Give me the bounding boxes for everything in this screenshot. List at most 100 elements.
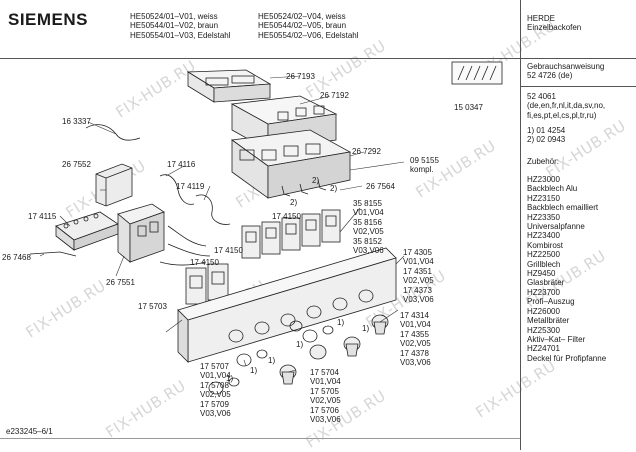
part-wire-174150c bbox=[159, 261, 207, 266]
footnote-list: 1) 01 4254 2) 02 0943 bbox=[527, 126, 565, 145]
footnote-marker: 2) bbox=[290, 198, 298, 207]
part-label-095155: 09 5155 kompl. bbox=[410, 156, 439, 175]
category-label: HERDE Einzelbackofen bbox=[527, 14, 581, 33]
accessory-line: Glasbräter bbox=[527, 278, 565, 288]
part-label-line: 35 8152 bbox=[353, 236, 382, 246]
accessory-line: HZ23150 bbox=[527, 193, 560, 203]
footnote-marker: 1) bbox=[250, 366, 258, 375]
part-assembly-267292 bbox=[230, 129, 352, 199]
part-group-175704: 17 5704 V01,V04 17 5705 V02,V05 17 5706 … bbox=[310, 368, 341, 424]
part-front-panel-175703 bbox=[177, 247, 397, 363]
footer-divider bbox=[0, 438, 520, 439]
part-label-267564: 26 7564 bbox=[366, 182, 395, 191]
accessory-line: HZ23350 bbox=[527, 212, 560, 222]
part-label-174116: 17 4116 bbox=[167, 160, 196, 169]
accessory-line: HZ26000 bbox=[527, 306, 560, 316]
part-label-267193: 26 7193 bbox=[286, 72, 315, 81]
part-label-174150c: 17 4150 bbox=[190, 258, 219, 267]
accessory-line: HZ22500 bbox=[527, 250, 560, 260]
category-line: Einzelbackofen bbox=[527, 23, 582, 33]
manual-line: Gebrauchsanweisung bbox=[527, 62, 605, 71]
exploded-parts-drawing bbox=[29, 61, 503, 395]
manual-line: 52 4061 bbox=[527, 92, 556, 101]
part-label-line: 17 5707 bbox=[200, 362, 229, 371]
accessory-line: HZ23000 bbox=[527, 175, 560, 184]
part-label-line: 35 8155 bbox=[353, 199, 382, 208]
part-control-modules bbox=[241, 209, 341, 259]
part-label-line: V02,V05 bbox=[200, 390, 231, 400]
part-box-267552 bbox=[95, 163, 133, 207]
part-group-358155: 35 8155 V01,V04 35 8156 V02,V05 35 8152 … bbox=[353, 199, 384, 255]
part-wire-174150a bbox=[167, 225, 207, 247]
part-label-267292: 26 7292 bbox=[352, 147, 381, 156]
manual-ref-2: 52 4061 (de,en,fr,nl,it,da,sv,no, fi,es,… bbox=[527, 92, 605, 120]
sidebar-divider-manual bbox=[520, 86, 636, 87]
drawing-code: e233245–6/1 bbox=[6, 427, 53, 436]
brand-logo: SIEMENS bbox=[8, 10, 89, 29]
accessory-line: Profi–Auszug bbox=[527, 297, 575, 307]
part-label-267551: 26 7551 bbox=[106, 278, 135, 287]
part-label-line: V02,V05 bbox=[403, 276, 434, 286]
accessory-line: HZ24701 bbox=[527, 344, 560, 354]
part-label-174115: 17 4115 bbox=[28, 212, 57, 221]
accessory-line: Kombirost bbox=[527, 240, 564, 250]
part-label-line: V01,V04 bbox=[403, 257, 434, 267]
part-label-line: 17 4378 bbox=[400, 348, 429, 358]
part-label-174150b: 17 4150 bbox=[214, 246, 243, 255]
manual-line: fi,es,pt,el,cs,pl,tr,ru) bbox=[527, 110, 597, 120]
footnote-marker: 1) bbox=[337, 318, 345, 327]
part-label-line: 17 4314 bbox=[400, 311, 429, 320]
header-divider bbox=[0, 58, 636, 59]
part-label-line: V03,V06 bbox=[353, 246, 384, 256]
model-line: HE50544/01–V02, braun bbox=[130, 21, 219, 31]
part-label-267552: 26 7552 bbox=[62, 160, 91, 169]
footnote-marker: 1) bbox=[268, 356, 276, 365]
part-label-line: V02,V05 bbox=[353, 227, 384, 237]
part-label-line: V03,V06 bbox=[403, 295, 434, 305]
part-group-175707: 17 5707 V01,V04 17 5708 V02,V05 17 5709 … bbox=[200, 362, 231, 418]
part-switch-267551 bbox=[117, 203, 165, 263]
model-list-left: HE50524/01–V01, weiss HE50544/01–V02, br… bbox=[130, 12, 231, 40]
part-terminal-174115 bbox=[55, 211, 119, 251]
accessory-line: Universalpfanne bbox=[527, 222, 585, 232]
model-line: HE50554/02–V06, Edelstahl bbox=[258, 30, 359, 40]
footnote-marker: 1) bbox=[362, 324, 370, 333]
manual-line: 52 4726 (de) bbox=[527, 71, 573, 81]
part-cable-163337 bbox=[85, 124, 141, 141]
part-label-line: V03,V06 bbox=[310, 415, 341, 425]
part-label-line: V02,V05 bbox=[400, 339, 431, 349]
sidebar-divider bbox=[520, 0, 521, 450]
part-label-174119: 17 4119 bbox=[176, 182, 205, 191]
model-line: HE50524/02–V04, weiss bbox=[258, 12, 346, 21]
footnote-marker: 1) bbox=[296, 340, 304, 349]
accessory-line: Backblech Alu bbox=[527, 184, 578, 194]
accessory-line: Aktiv–Kat– Filter bbox=[527, 334, 586, 344]
part-label-line: 17 5709 bbox=[200, 399, 229, 409]
part-label-150347: 15 0347 bbox=[454, 103, 483, 112]
model-line: HE50524/01–V01, weiss bbox=[130, 12, 218, 21]
part-label-line: 17 4355 bbox=[400, 329, 429, 339]
part-cable-174116 bbox=[159, 174, 195, 205]
part-group-174305: 17 4305 V01,V04 17 4351 V02,V05 17 4373 … bbox=[403, 248, 434, 304]
part-label-line: 17 5704 bbox=[310, 368, 339, 377]
part-label-line: 17 5706 bbox=[310, 405, 339, 415]
manual-line: (de,en,fr,nl,it,da,sv,no, bbox=[527, 101, 606, 111]
accessory-line: Grillblech bbox=[527, 259, 561, 269]
part-label-line: V03,V06 bbox=[200, 409, 231, 419]
part-label-line: V01,V04 bbox=[353, 208, 384, 218]
part-label-174150a: 17 4150 bbox=[272, 212, 301, 221]
part-label-line: 17 4305 bbox=[403, 248, 432, 257]
accessory-line: Deckel für Profipfanne bbox=[527, 353, 607, 363]
model-line: HE50544/02–V05, braun bbox=[258, 21, 347, 31]
part-tray-267193 bbox=[186, 69, 272, 103]
part-label-line: 09 5155 bbox=[410, 156, 439, 165]
footnote-line: 1) 01 4254 bbox=[527, 126, 566, 135]
part-label-163337: 16 3337 bbox=[62, 117, 91, 126]
category-line: HERDE bbox=[527, 14, 556, 23]
part-label-line: V03,V06 bbox=[400, 358, 431, 368]
part-label-line: 17 5705 bbox=[310, 386, 339, 396]
part-probe-267468 bbox=[29, 251, 77, 257]
accessories-title: Zubehör: bbox=[527, 157, 560, 166]
part-label-175703: 17 5703 bbox=[138, 302, 167, 311]
